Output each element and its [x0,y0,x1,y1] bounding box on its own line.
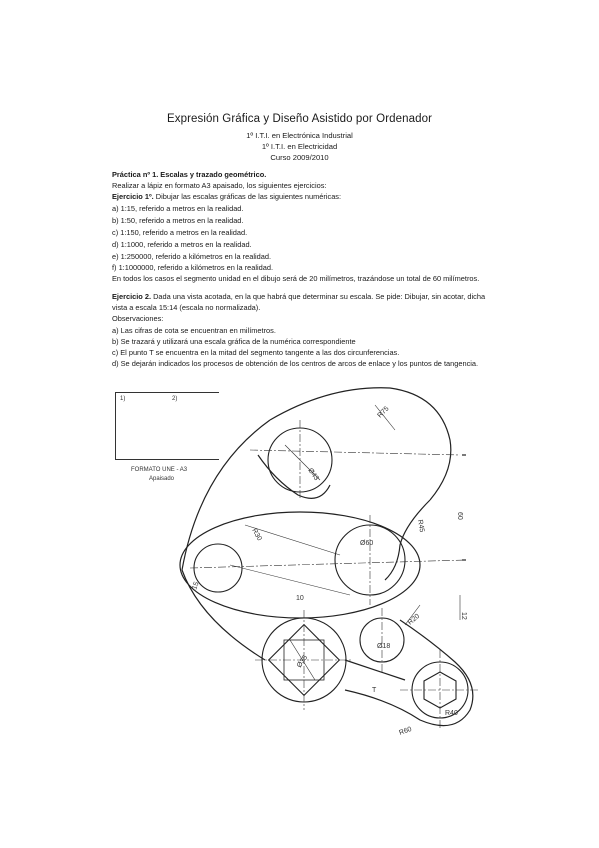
exercise-1-item: f) 1:1000000, referido a kilómetros en l… [112,263,274,272]
outline-arc [257,454,331,499]
dim-text: Ø35 [296,654,309,669]
frame-caption-1: FORMATO UNE - A3 [131,467,188,473]
observations-label: Observaciones: [112,314,164,323]
dimension-line [229,564,351,596]
dim-text: T [372,687,377,694]
course-year: Curso 2009/2010 [270,153,329,162]
left-circle [193,543,243,593]
exercise-1-item: b) 1:50, referido a metros en la realida… [112,216,244,225]
exercise-2-statement: Ejercicio 2. Dada una vista acotada, en … [112,292,485,302]
outline-arc [384,499,431,581]
outline-arc [344,659,406,681]
dim-text: 15 [191,581,200,591]
center-lines [189,420,480,730]
outline-arc [344,619,474,727]
exercise-1-text: Dibujar las escalas gráficas de las sigu… [153,192,342,201]
observation-item: b) Se trazará y utilizará una escala grá… [112,337,356,346]
outline-arc [181,419,271,571]
dimension-lines [229,404,461,681]
exercise-1-statement: Ejercicio 1º. Dibujar las escalas gráfic… [112,192,341,202]
line-end-marks [462,454,466,561]
dim-text: R75 [376,405,390,419]
dim-text: 12 [460,612,467,620]
practice-heading: Práctica nº 1. Escalas y trazado geométr… [112,170,267,179]
dimension-line [374,404,396,431]
dim-text: R40 [445,710,458,717]
dim-text: Ø43 [306,467,319,482]
dimension-line [284,444,321,481]
inscribed-square [267,623,341,697]
exercise-1-item: a) 1:15, referido a metros en la realida… [112,204,244,213]
drawing-outline [181,387,474,727]
dimension-line [244,524,341,556]
exercise-1-label: Ejercicio 1º. [112,192,154,201]
exercise-2-label: Ejercicio 2. [112,292,152,301]
degree-line-2: 1º I.T.I. en Electricidad [261,142,338,151]
outline-arc [181,569,266,661]
frame-caption-2: Apaisado [149,476,175,482]
format-frame-sketch [115,392,219,460]
exercise-1-note: En todos los casos el segmento unidad en… [112,274,480,283]
dim-text: 60 [456,512,463,520]
degree-line-1: 1º I.T.I. en Electrónica Industrial [246,131,353,140]
dim-text: R45 [416,519,425,533]
observation-item: a) Las cifras de cota se encuentran en m… [112,326,276,335]
exercise-2-text: Dada una vista acotada, en la que habrá … [151,292,486,301]
center-line [189,559,466,569]
dim-text: R20 [407,613,421,627]
exercise-1-item: d) 1:1000, referido a metros en la reali… [112,240,252,249]
observation-item: c) El punto T se encuentra en la mitad d… [112,348,400,357]
dim-text: Ø60 [360,540,373,547]
dim-text: R30 [250,528,263,543]
dimension-line [289,639,316,681]
outline-arc [269,387,452,501]
center-line [249,449,461,456]
dim-text: Ø18 [377,643,390,650]
document-title: Expresión Gráfica y Diseño Asistido por … [166,113,433,125]
dimension-line [404,604,421,626]
frame-label-1: 1) [120,396,126,402]
exercise-1-item: e) 1:250000, referido a kilómetros en la… [112,252,271,261]
practice-intro: Realizar a lápiz en formato A3 apaisado,… [112,181,327,190]
exercise-1-item: c) 1:150, referido a metros en la realid… [112,228,248,237]
dim-text: 10 [296,595,304,602]
observation-item: d) Se dejarán indicados los procesos de … [112,359,479,368]
dim-text: R60 [398,726,413,737]
exercise-2-text-2: vista a escala 15:14 (escala no normaliz… [112,303,261,312]
frame-label-2: 2) [172,396,178,402]
